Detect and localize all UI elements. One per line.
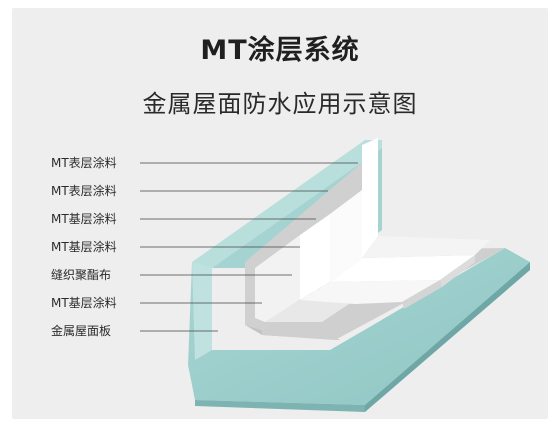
layer-label-6: MT基层涂料 (51, 296, 117, 310)
diagram-title: MT涂层系统 (200, 35, 360, 66)
layer-label-5: 缝织聚酯布 (51, 268, 112, 282)
diagram-subtitle: 金属屋面防水应用示意图 (142, 90, 418, 118)
layer-label-7: 金属屋面板 (51, 324, 112, 338)
layer-label-2: MT表层涂料 (51, 184, 117, 198)
coating-layers (255, 138, 490, 322)
layer-label-4: MT基层涂料 (51, 240, 117, 254)
layer-label-3: MT基层涂料 (51, 212, 117, 226)
layer-label-1: MT表层涂料 (51, 156, 117, 170)
